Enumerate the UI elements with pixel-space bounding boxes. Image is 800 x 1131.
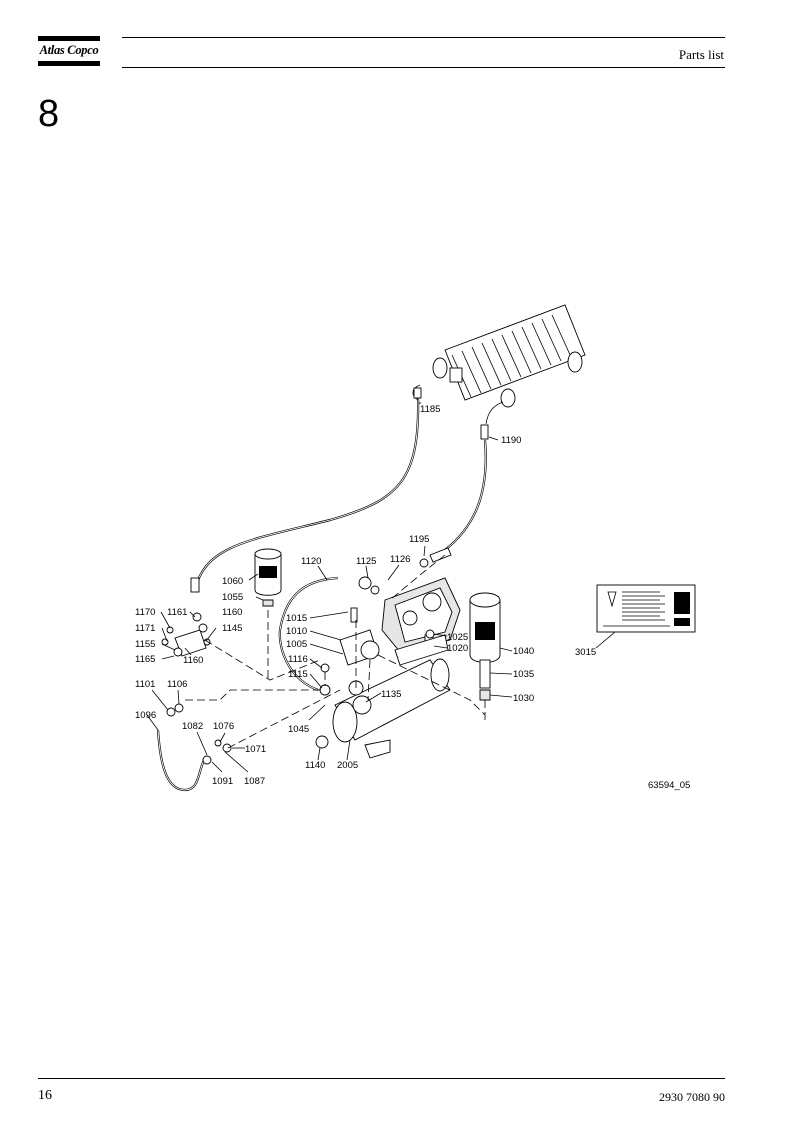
callout-1160-bottom: 1160 — [183, 655, 203, 666]
logo-bottom-bar — [38, 61, 100, 66]
left-fitting-group — [161, 612, 232, 765]
callout-1135: 1135 — [381, 689, 401, 700]
instruction-decal-3015 — [596, 584, 696, 633]
callout-1106: 1106 — [167, 679, 187, 690]
header-title: Parts list — [678, 47, 724, 62]
callout-1126: 1126 — [390, 554, 410, 565]
compressor-element — [381, 577, 461, 653]
callout-1096: 1096 — [135, 710, 156, 721]
callout-1071: 1071 — [245, 744, 266, 755]
valve-block — [319, 547, 452, 715]
callout-1165: 1165 — [135, 654, 155, 665]
callout-1082: 1082 — [182, 721, 203, 732]
callout-1040: 1040 — [513, 646, 534, 657]
callout-1160-top: 1160 — [222, 607, 242, 618]
callout-1101: 1101 — [135, 679, 155, 690]
chapter-number: 8 — [38, 93, 60, 135]
callout-1060: 1060 — [222, 576, 243, 587]
hoses — [156, 384, 504, 792]
callout-1190: 1190 — [501, 435, 521, 446]
callout-1020: 1020 — [447, 643, 468, 654]
callout-1171: 1171 — [135, 623, 155, 634]
atlas-copco-logo: Atlas Copco — [38, 36, 100, 68]
callout-1005: 1005 — [286, 639, 307, 650]
oil-vessel-2005 — [315, 634, 451, 759]
oil-separator-1040 — [469, 592, 501, 701]
callout-1045: 1045 — [288, 724, 309, 735]
callout-1015: 1015 — [286, 613, 307, 624]
page-number: 16 — [38, 1088, 52, 1103]
callout-1115: 1115 — [288, 669, 308, 680]
callout-1170: 1170 — [135, 607, 155, 618]
drawing-reference: 63594_05 — [648, 780, 690, 791]
callout-1025: 1025 — [447, 632, 468, 643]
callout-1076: 1076 — [213, 721, 234, 732]
footer-rule — [38, 1078, 725, 1079]
callout-1035: 1035 — [513, 669, 534, 680]
callout-1125: 1125 — [356, 556, 376, 567]
callout-1195: 1195 — [409, 534, 429, 545]
callout-1185: 1185 — [420, 404, 440, 415]
callout-1010: 1010 — [286, 626, 307, 637]
callout-1030: 1030 — [513, 693, 534, 704]
callout-1116: 1116 — [288, 654, 308, 665]
logo-text: Atlas Copco — [39, 43, 99, 57]
callout-2005: 2005 — [337, 760, 358, 771]
header-bottom-rule — [122, 67, 725, 68]
callout-1161: 1161 — [167, 607, 187, 618]
leader-lines — [146, 402, 616, 773]
assembly-lines — [185, 554, 486, 749]
callout-1120: 1120 — [301, 556, 321, 567]
oil-filter-1060 — [254, 548, 282, 607]
document-number: 2930 7080 90 — [659, 1090, 725, 1104]
callout-1055: 1055 — [222, 592, 243, 603]
callout-1140: 1140 — [305, 760, 325, 771]
oil-cooler — [432, 304, 586, 408]
callout-1087: 1087 — [244, 776, 265, 787]
header-top-rule — [122, 37, 725, 38]
callout-3015: 3015 — [575, 647, 596, 658]
callout-labels: 1185 1190 1195 1120 1125 1126 1060 1055 … — [135, 404, 690, 791]
logo-top-bar — [38, 36, 100, 41]
callout-1145: 1145 — [222, 623, 242, 634]
callout-1155: 1155 — [135, 639, 155, 650]
callout-1091: 1091 — [212, 776, 233, 787]
